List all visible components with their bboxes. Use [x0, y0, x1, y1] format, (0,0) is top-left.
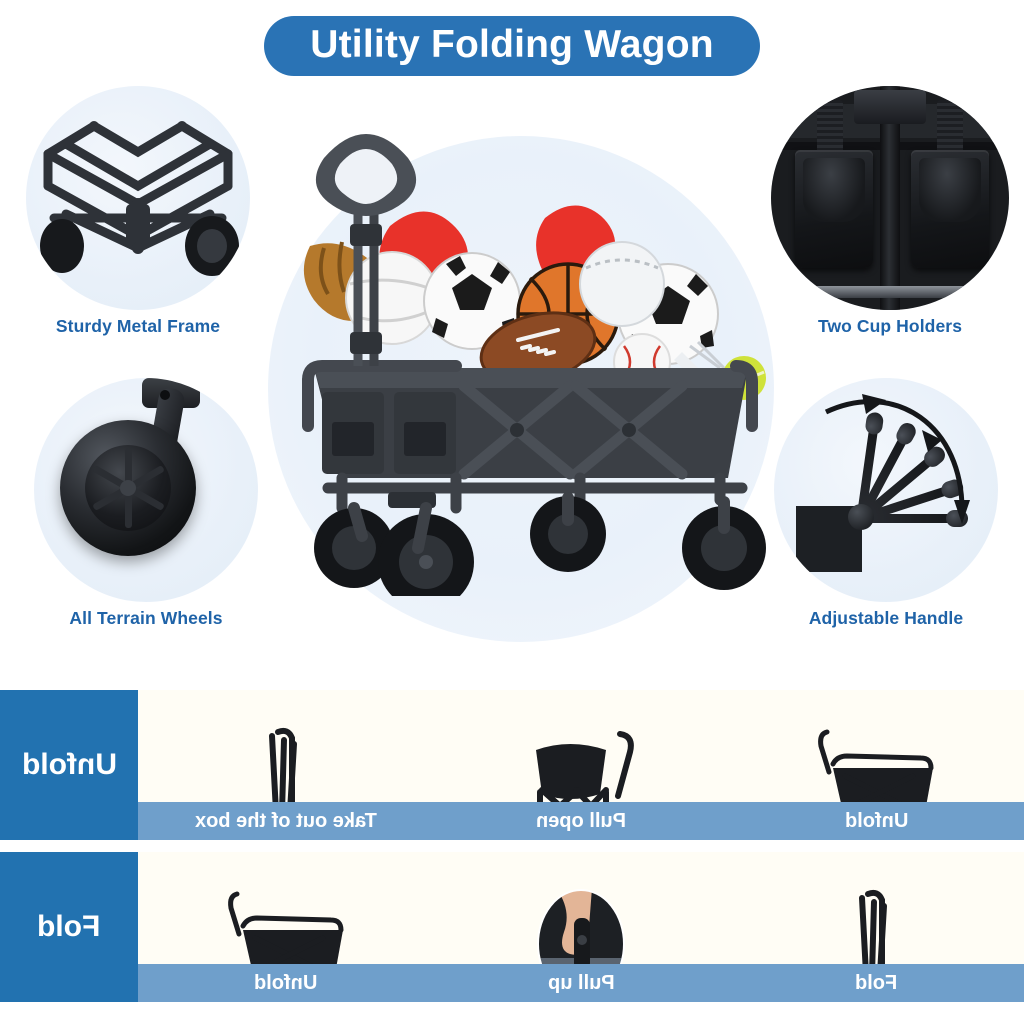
row-tag-fold: Fold: [0, 852, 138, 1002]
instruction-steps: Unfold: [0, 690, 1024, 1014]
caster-wheel-icon: [34, 378, 258, 602]
step-caption: Take out of the box: [194, 809, 377, 832]
wagon-with-sports-balls-illustration: [302, 134, 766, 596]
step-caption: Pull up: [547, 971, 615, 994]
row-tag-label: Fold: [37, 910, 101, 943]
hero-product-image: [250, 96, 790, 642]
page-title: Utility Folding Wagon: [264, 16, 760, 76]
scissor-frame-icon: [26, 86, 250, 310]
feature-two-cup-holders: Two Cup Holders: [760, 86, 1020, 337]
handle-fan-icon: [774, 378, 998, 602]
wagon-folded-upright-icon: [138, 690, 433, 840]
cup-holder-icon: [771, 86, 1009, 310]
step-caption: Fold: [855, 971, 898, 994]
step-caption: Unfold: [254, 971, 318, 994]
step-caption: Unfold: [844, 809, 908, 832]
feature-all-terrain-wheels: All Terrain Wheels: [16, 378, 276, 629]
row-tag-label: Unfold: [21, 748, 117, 781]
wagon-body: [302, 134, 766, 596]
cargo-balls: [303, 205, 766, 400]
step-cell: [138, 690, 433, 840]
wheels: [314, 492, 766, 596]
feature-adjustable-handle: Adjustable Handle: [756, 378, 1016, 629]
feature-label: Two Cup Holders: [817, 316, 963, 336]
telescoping-handle: [315, 134, 417, 366]
caption-strip-fold: Unfold Pull up Fold: [138, 964, 1024, 1002]
feature-label: All Terrain Wheels: [69, 608, 223, 628]
rotation-arrow-icon: [824, 394, 970, 524]
feature-label: Adjustable Handle: [808, 608, 964, 628]
step-caption: Pull open: [535, 809, 626, 832]
page-header: Utility Folding Wagon: [0, 10, 1024, 82]
feature-callouts: Sturdy Metal Frame All Terrain Wheels: [0, 78, 1024, 658]
step-row-unfold: Unfold: [0, 690, 1024, 840]
row-tag-unfold: Unfold: [0, 690, 138, 840]
step-row-fold: Fold: [0, 852, 1024, 1002]
feature-label: Sturdy Metal Frame: [55, 316, 221, 336]
caption-strip-unfold: Take out of the box Pull open Unfold: [138, 802, 1024, 840]
feature-sturdy-metal-frame: Sturdy Metal Frame: [8, 86, 268, 337]
